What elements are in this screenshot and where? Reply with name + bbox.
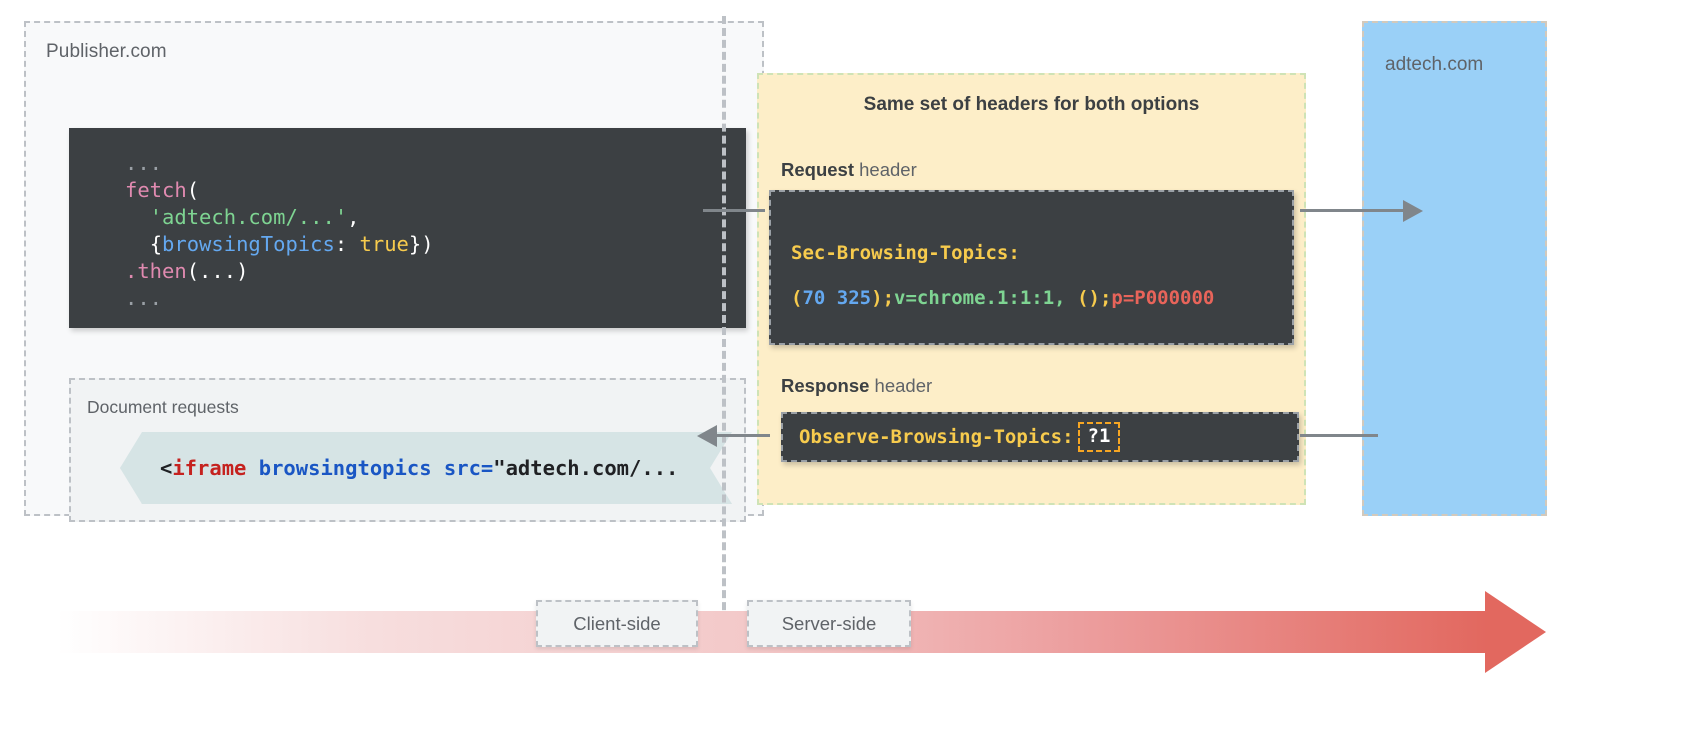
code-then-keyword: .then <box>125 259 187 283</box>
timeline-chip-server-side: Server-side <box>747 600 911 647</box>
code-object-close: }) <box>408 232 434 256</box>
arrow-response-to-publisher-line <box>710 434 770 437</box>
code-comma: , <box>347 205 360 229</box>
publisher-panel: Publisher.com ... fetch( 'adtech.com/...… <box>24 21 764 522</box>
iframe-snippet-chevron: <iframe browsingtopics src="adtech.com/.… <box>120 432 732 504</box>
document-requests-panel: Document requests <iframe browsingtopics… <box>69 378 746 522</box>
iframe-src-value: "adtech.com/... <box>493 456 679 480</box>
response-header-label-rest: header <box>869 375 933 396</box>
code-option-key: browsingTopics <box>162 232 335 256</box>
request-header-label-bold: Request <box>781 159 854 180</box>
iframe-attributes: browsingtopics src= <box>246 456 494 480</box>
request-header-value: (70 325);v=chrome.1:1:1, ();p=P000000 <box>791 287 1214 309</box>
value-topic-1: 70 <box>802 287 826 309</box>
arrow-publisher-to-request <box>703 209 765 212</box>
headers-panel: Same set of headers for both options Req… <box>757 73 1306 505</box>
code-then-args: (...) <box>186 259 249 283</box>
response-header-value-highlight: ?1 <box>1077 422 1121 452</box>
response-header-label: Response header <box>781 375 932 397</box>
client-server-divider <box>722 16 726 646</box>
document-requests-label: Document requests <box>87 397 239 417</box>
headers-panel-title: Same set of headers for both options <box>863 94 1200 115</box>
code-dots-top: ... <box>125 151 163 175</box>
timeline-arrowhead-icon <box>1485 591 1546 673</box>
value-semicolon-1: ; <box>882 287 895 309</box>
value-close-paren: ) <box>871 287 883 309</box>
code-colon: : <box>334 232 360 256</box>
response-header-label-bold: Response <box>781 375 870 396</box>
iframe-snippet-text: <iframe browsingtopics src="adtech.com/.… <box>120 456 678 480</box>
arrow-left-head-icon <box>697 425 717 447</box>
timeline-chip-client-side: Client-side <box>536 600 698 647</box>
iframe-open-bracket: < <box>160 456 173 480</box>
value-config: p=P000000 <box>1111 287 1215 309</box>
arrow-adtech-to-response <box>1300 434 1378 437</box>
code-url-string: 'adtech.com/...' <box>149 205 348 229</box>
response-header-box: Observe-Browsing-Topics: ?1 <box>781 412 1299 462</box>
value-semicolon-2: ; <box>1099 287 1112 309</box>
request-header-label: Request header <box>781 159 917 181</box>
arrow-request-to-adtech-line <box>1300 209 1405 212</box>
adtech-label: adtech.com <box>1385 54 1484 75</box>
code-object-open: { <box>149 232 163 256</box>
value-space <box>825 287 836 309</box>
adtech-panel: adtech.com <box>1362 21 1547 516</box>
value-open-paren: ( <box>791 287 803 309</box>
code-fetch-keyword: fetch <box>125 178 187 202</box>
arrow-right-head-icon <box>1403 200 1423 222</box>
code-dots-bottom: ... <box>125 286 163 310</box>
request-header-name: Sec-Browsing-Topics: <box>791 242 1020 264</box>
value-topic-2: 325 <box>836 287 872 309</box>
request-header-box: Sec-Browsing-Topics: (70 325);v=chrome.1… <box>769 190 1294 345</box>
request-header-label-rest: header <box>854 159 917 180</box>
value-empty-parens: () <box>1077 287 1100 309</box>
code-open-paren: ( <box>186 178 200 202</box>
iframe-tag-name: iframe <box>172 456 247 480</box>
response-header-name: Observe-Browsing-Topics: <box>799 426 1074 448</box>
fetch-code-text: ... fetch( 'adtech.com/...', {browsingTo… <box>69 150 746 312</box>
publisher-label: Publisher.com <box>46 41 167 62</box>
fetch-code-block: ... fetch( 'adtech.com/...', {browsingTo… <box>69 128 746 328</box>
code-option-value: true <box>359 232 409 256</box>
value-version: v=chrome.1:1:1, <box>894 287 1078 309</box>
